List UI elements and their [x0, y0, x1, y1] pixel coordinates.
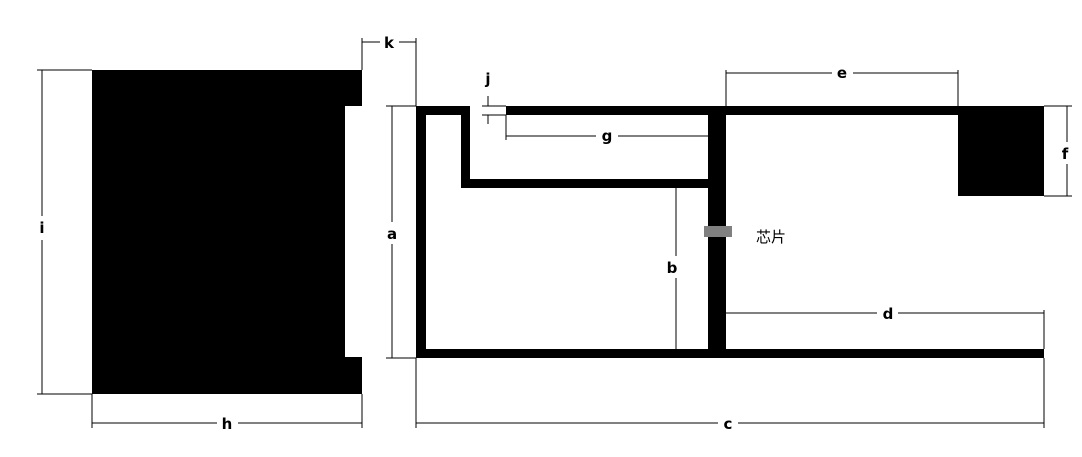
trace-top-right-pad: [958, 106, 1044, 196]
dimension-label-i: i: [39, 219, 44, 237]
dimension-h: h: [91, 394, 363, 433]
dimension-label-b: b: [667, 259, 678, 277]
dimension-d: d: [726, 305, 1045, 349]
dimension-label-j: j: [484, 70, 490, 88]
trace-top-main: [506, 106, 958, 115]
chip: 芯片: [704, 226, 786, 246]
trace-left-vertical: [416, 106, 426, 358]
dimension-label-k: k: [384, 34, 395, 52]
dimension-label-f: f: [1062, 145, 1069, 163]
dimension-g: g: [505, 115, 708, 145]
trace-inner-horizontal: [461, 179, 718, 188]
dimension-f: f: [1044, 105, 1072, 197]
dimension-e: e: [725, 64, 959, 106]
dimension-label-a: a: [387, 225, 397, 243]
dimension-j: j: [482, 70, 506, 124]
trace-bottom-horizontal: [416, 349, 1044, 358]
trace-top-left-stub: [416, 106, 470, 115]
chip-label: 芯片: [756, 228, 786, 246]
dimension-a: a: [386, 105, 416, 359]
dimension-label-c: c: [724, 415, 733, 433]
dimension-label-g: g: [602, 127, 613, 145]
dimension-label-h: h: [222, 415, 233, 433]
dimension-b: b: [667, 188, 678, 349]
dimension-k: k: [361, 34, 417, 106]
dimension-label-e: e: [837, 64, 847, 82]
trace-inner-vertical: [461, 106, 470, 188]
side-profile-shape: [92, 70, 362, 394]
dimension-i: i: [37, 69, 92, 395]
chip-rect: [704, 226, 732, 237]
side-profile-block: [92, 70, 362, 394]
dimension-label-d: d: [883, 305, 894, 323]
dimension-c: c: [415, 358, 1045, 433]
